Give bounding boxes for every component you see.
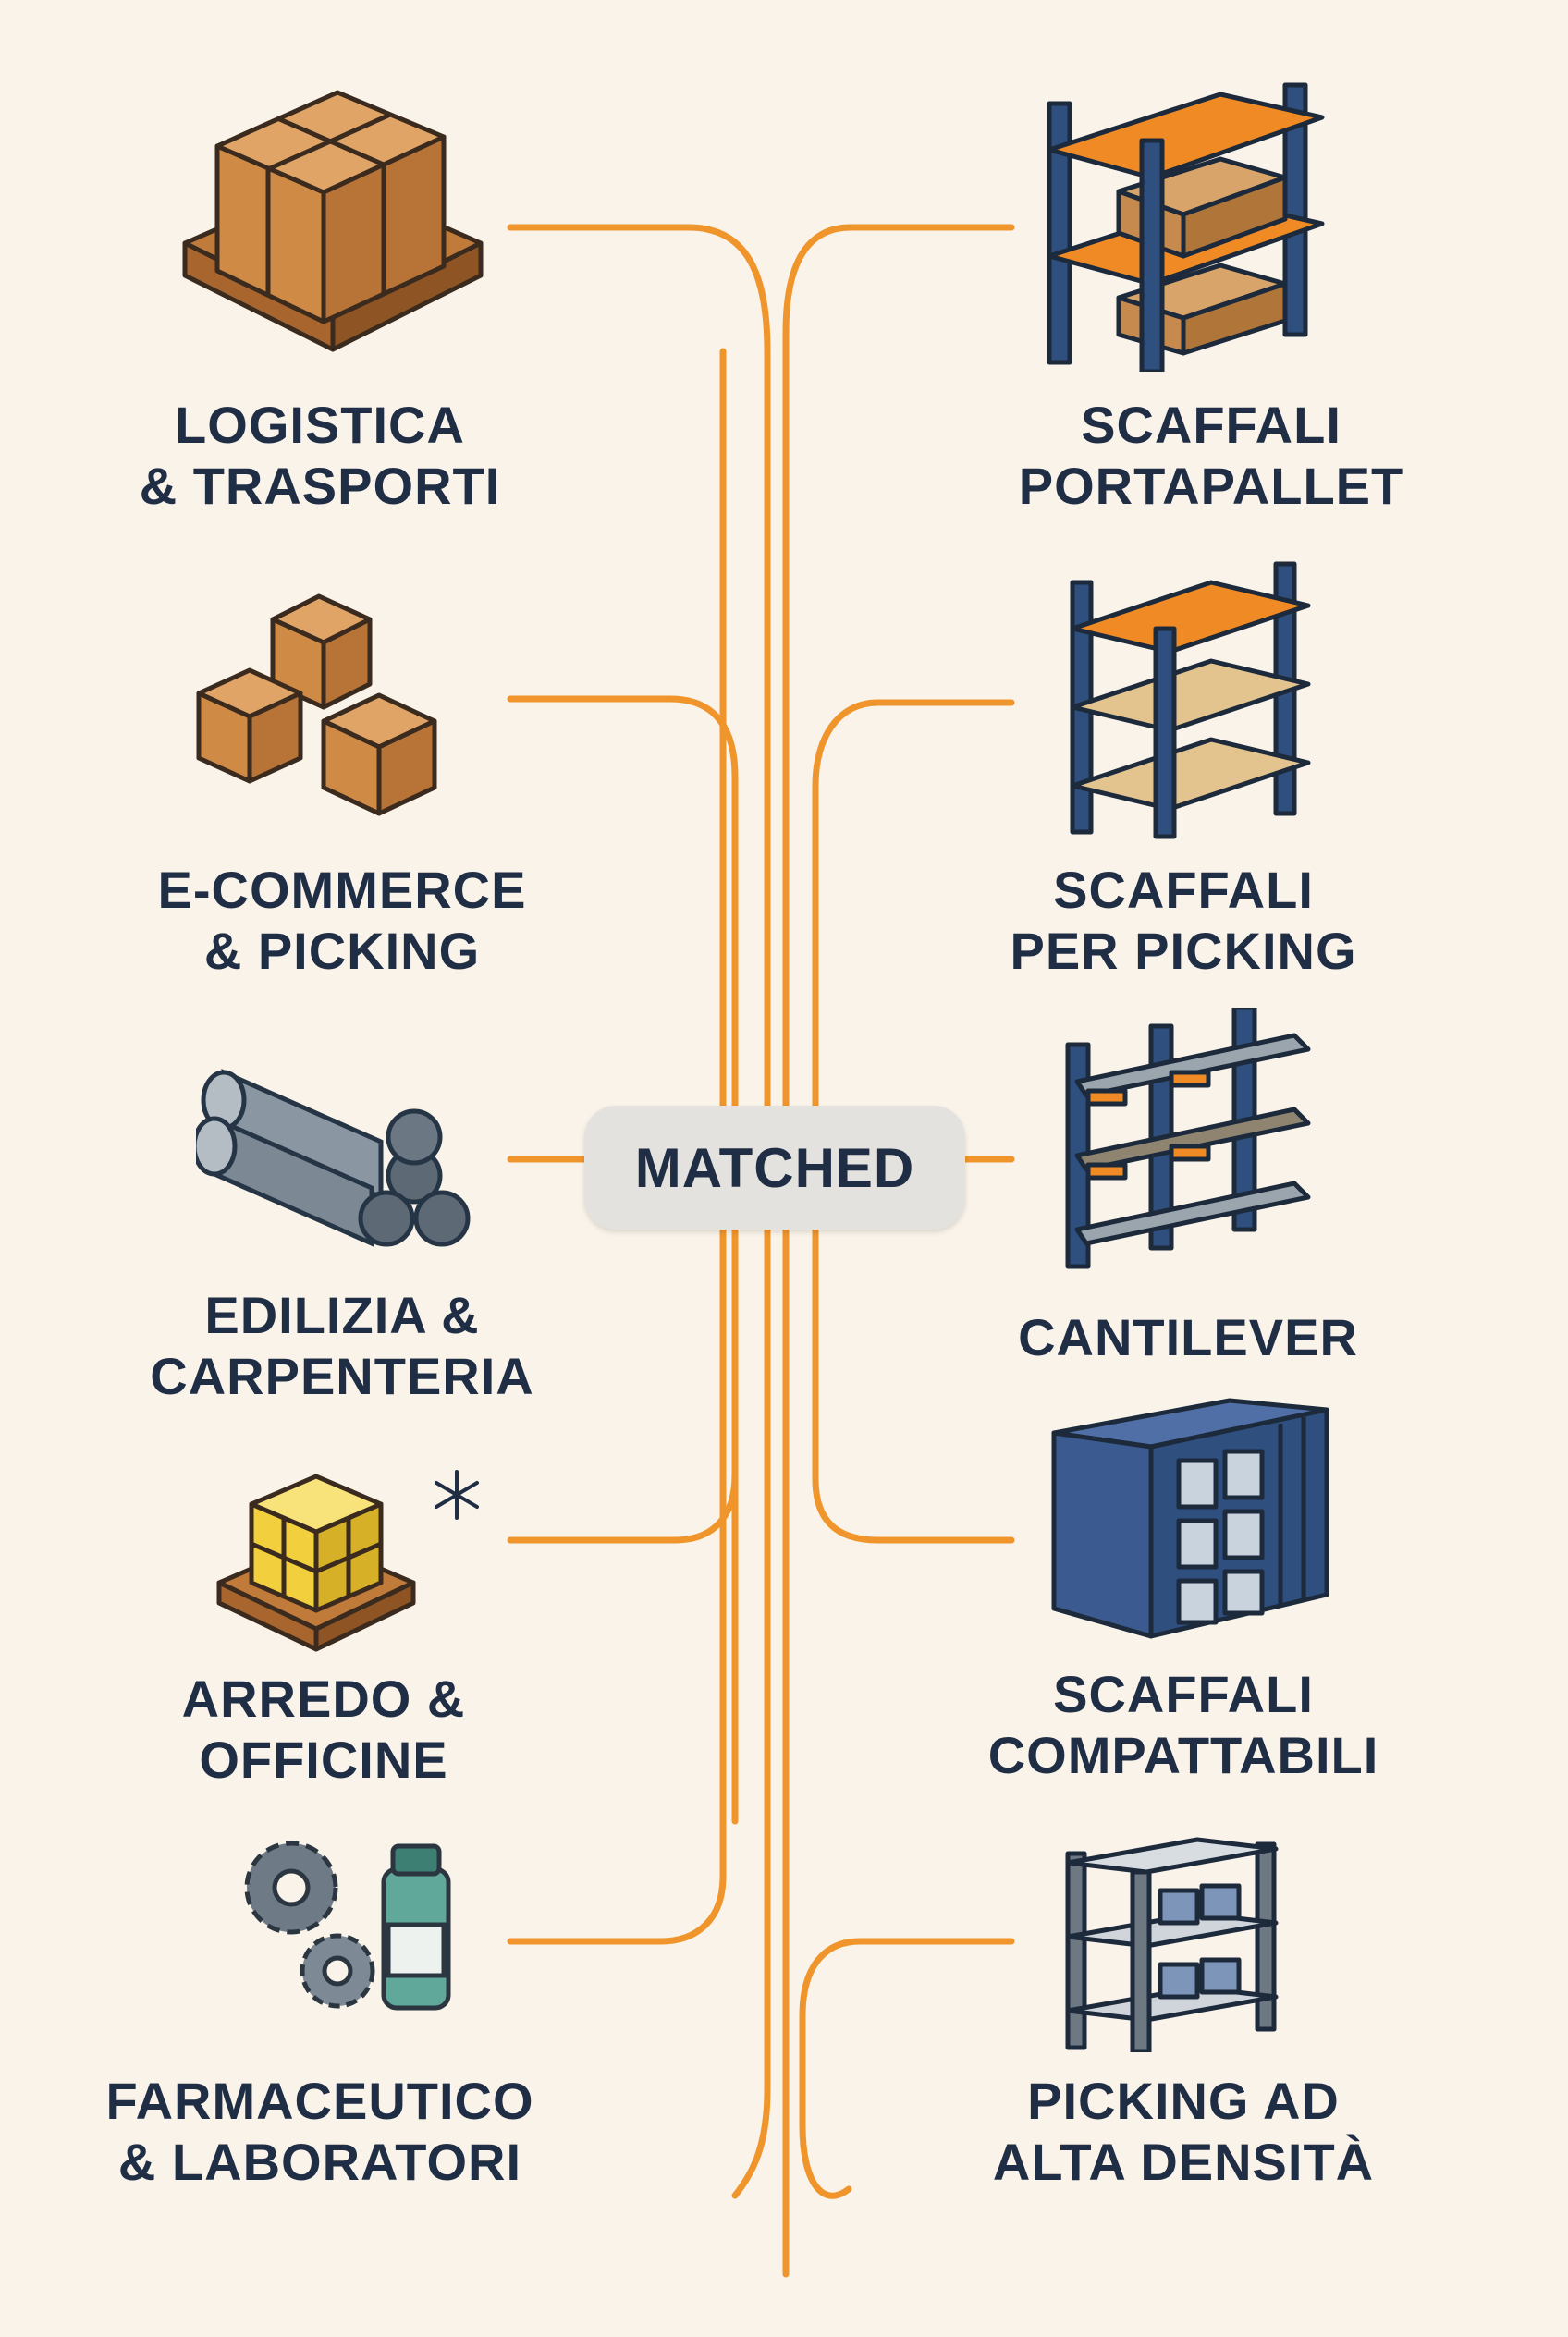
cantilever-rack-icon: [1065, 1008, 1311, 1269]
high-density-shelf-icon: [1065, 1837, 1279, 2052]
connector-right-1: [782, 224, 1015, 2278]
solution-label-4-line1: SCAFFALI: [1053, 1665, 1314, 1723]
solution-label-5: PICKING AD ALTA DENSITÀ: [934, 2071, 1433, 2193]
sector-label-3-line2: CARPENTERIA: [150, 1347, 534, 1405]
steel-pipes-icon: [196, 1069, 471, 1247]
solution-label-3: CANTILEVER: [938, 1307, 1438, 1368]
sector-label-5: FARMACEUTICO & LABORATORI: [89, 2071, 551, 2193]
sector-label-5-line1: FARMACEUTICO: [105, 2072, 534, 2130]
sector-label-4-line1: ARREDO &: [181, 1670, 466, 1728]
solution-label-5-line2: ALTA DENSITÀ: [992, 2133, 1375, 2191]
connector-left-1: [507, 224, 771, 2199]
sector-label-4-line2: OFFICINE: [199, 1731, 448, 1789]
pallet-rack-icon: [1047, 82, 1325, 372]
picking-shelf-icon: [1070, 561, 1311, 839]
solution-label-1-line2: PORTAPALLET: [1018, 457, 1404, 515]
sector-label-2-line1: E-COMMERCE: [157, 861, 527, 919]
gears-and-bottle-icon: [244, 1841, 451, 2011]
connector-right-4: [799, 1938, 1015, 2199]
frozen-pallet-icon: [216, 1470, 479, 1652]
sector-label-1-line2: & TRASPORTI: [139, 457, 501, 515]
sector-label-4: ARREDO & OFFICINE: [92, 1669, 555, 1791]
sector-label-2-line2: & PICKING: [203, 922, 481, 980]
sector-label-3: EDILIZIA & CARPENTERIA: [111, 1285, 573, 1407]
sector-label-1-line1: LOGISTICA: [175, 396, 465, 454]
matched-label: MATCHED: [584, 1106, 965, 1230]
solution-label-4: SCAFFALI COMPATTABILI: [934, 1664, 1433, 1786]
solution-label-2-line2: PER PICKING: [1010, 922, 1357, 980]
connector-left-5: [507, 348, 727, 1945]
stacked-boxes-icon: [196, 593, 437, 816]
solution-label-5-line1: PICKING AD: [1027, 2072, 1340, 2130]
solution-label-1-line1: SCAFFALI: [1081, 396, 1341, 454]
mobile-shelving-icon: [1051, 1398, 1329, 1639]
connector-left-4: [507, 1471, 739, 1544]
sector-label-5-line2: & LABORATORI: [117, 2133, 522, 2191]
sector-label-1: LOGISTICA & TRASPORTI: [89, 395, 551, 517]
solution-label-4-line2: COMPATTABILI: [987, 1726, 1379, 1784]
pallet-boxes-icon: [182, 90, 484, 352]
solution-label-3-line1: CANTILEVER: [1018, 1308, 1358, 1366]
sector-label-2: E-COMMERCE & PICKING: [111, 860, 573, 982]
solution-label-1: SCAFFALI PORTAPALLET: [962, 395, 1461, 517]
snowflake-icon: [435, 1470, 479, 1520]
solution-label-2: SCAFFALI PER PICKING: [934, 860, 1433, 982]
sector-label-3-line1: EDILIZIA &: [204, 1286, 480, 1344]
solution-label-2-line1: SCAFFALI: [1053, 861, 1314, 919]
